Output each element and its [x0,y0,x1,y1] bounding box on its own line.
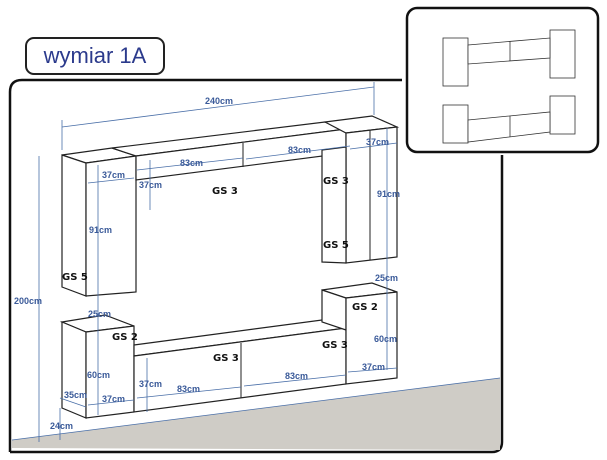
dim-bottom-mid-left-width: 83cm [177,384,200,394]
dim-top-mid-right-width: 83cm [288,145,311,155]
dimension-lines [38,82,398,442]
dim-top-mid-left-width: 83cm [180,158,203,168]
module-bottom-right: GS 2 [352,302,378,313]
dim-total-width: 240cm [205,96,233,106]
dim-bottom-mid-right-width: 83cm [285,371,308,381]
module-bottom-mid-left: GS 3 [213,353,239,364]
module-top-mid-left: GS 3 [212,186,238,197]
inset-thumbnail [442,29,576,144]
module-top-left: GS 5 [62,272,88,283]
dim-top-mid-height: 37cm [139,180,162,190]
title-label: wymiar 1A [25,37,165,75]
dim-bottom-left-height: 60cm [87,370,110,380]
module-bottom-mid-right: GS 3 [322,340,348,351]
dim-bottom-left-depth: 37cm [102,394,125,404]
module-top-mid-right: GS 3 [323,176,349,187]
dim-bottom-side-depth: 35cm [64,390,87,400]
dim-total-height: 200cm [14,296,42,306]
main-frame [8,78,402,452]
dim-top-left-height: 91cm [89,225,112,235]
floor-line [11,377,501,441]
module-bottom-left: GS 2 [112,332,138,343]
dim-floor-gap: 24cm [50,421,73,431]
dim-top-left-depth: 37cm [102,170,125,180]
floor [12,378,500,450]
dim-bottom-mid-height: 37cm [139,379,162,389]
dim-bottom-right-height: 60cm [374,334,397,344]
dim-top-right-height: 91cm [377,189,400,199]
cabinets [59,115,400,419]
dim-gap-left: 25cm [88,309,111,319]
dim-gap-right: 25cm [375,273,398,283]
dim-bottom-right-depth: 37cm [362,362,385,372]
module-top-right: GS 5 [323,240,349,251]
dim-top-right-depth: 37cm [366,137,389,147]
